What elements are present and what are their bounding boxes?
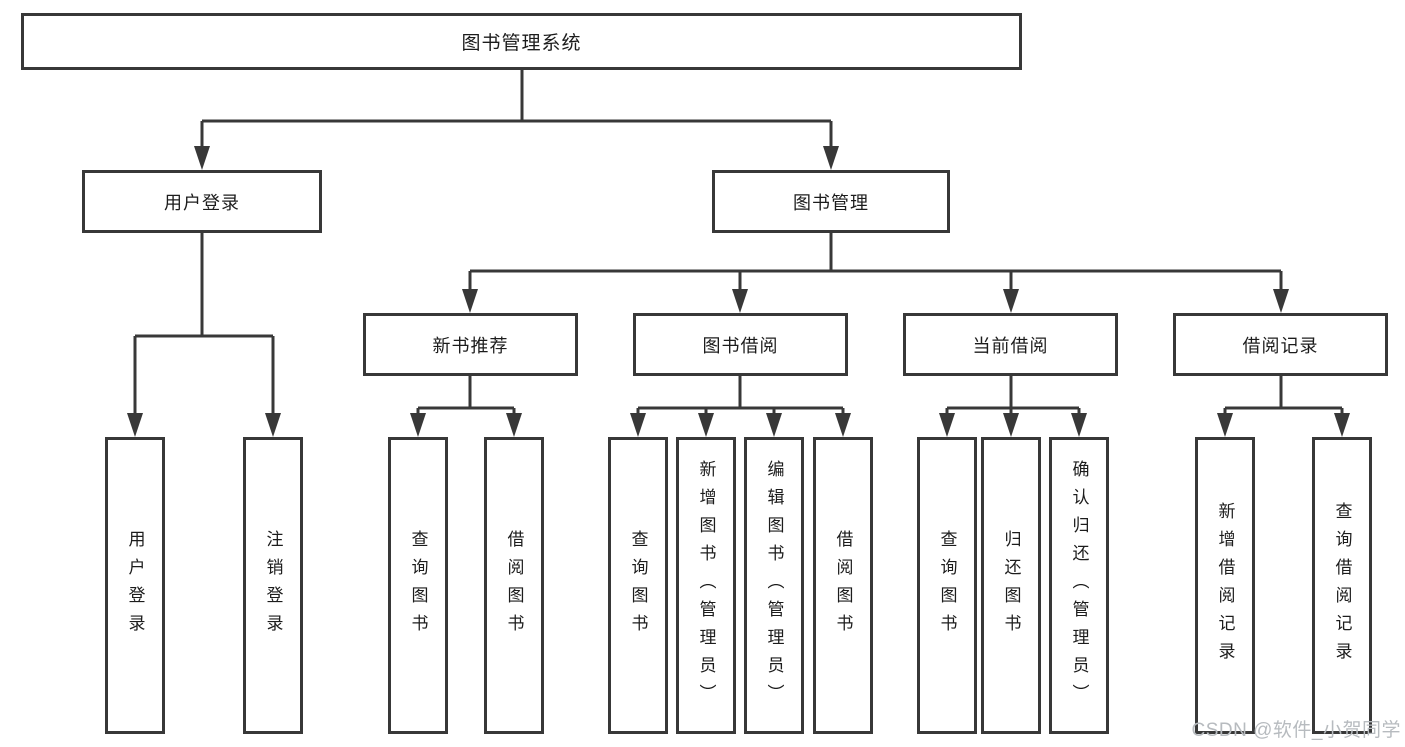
node-borrowing-records: 借阅记录 bbox=[1173, 313, 1388, 376]
node-label: 查询借阅记录 bbox=[1332, 501, 1352, 670]
node-user-login: 用户登录 bbox=[82, 170, 322, 233]
leaf-bb-add-books-admin: 新增图书（管理员） bbox=[676, 437, 736, 734]
node-label: 注销登录 bbox=[263, 529, 283, 642]
leaf-bb-query-books: 查询图书 bbox=[608, 437, 668, 734]
node-label: 新增借阅记录 bbox=[1215, 501, 1235, 670]
node-label: 图书借阅 bbox=[702, 335, 779, 356]
node-label: 图书管理系统 bbox=[461, 33, 582, 54]
node-label: 图书管理 bbox=[793, 192, 869, 213]
node-label: 确认归还（管理员） bbox=[1069, 459, 1089, 712]
node-label: 用户登录 bbox=[125, 529, 145, 642]
node-label: 当前借阅 bbox=[972, 335, 1049, 356]
leaf-nb-borrow-books: 借阅图书 bbox=[484, 437, 544, 734]
node-label: 查询图书 bbox=[408, 529, 428, 642]
node-library-management-system: 图书管理系统 bbox=[21, 13, 1022, 70]
leaf-bb-borrow-books: 借阅图书 bbox=[813, 437, 873, 734]
node-book-management: 图书管理 bbox=[712, 170, 950, 233]
node-label: 借阅图书 bbox=[833, 529, 853, 642]
node-current-borrowing: 当前借阅 bbox=[903, 313, 1118, 376]
node-label: 借阅记录 bbox=[1242, 335, 1319, 356]
node-label: 新书推荐 bbox=[432, 335, 509, 356]
leaf-user-login: 用户登录 bbox=[105, 437, 165, 734]
leaf-bb-edit-books-admin: 编辑图书（管理员） bbox=[744, 437, 804, 734]
leaf-br-query-record: 查询借阅记录 bbox=[1312, 437, 1372, 734]
leaf-cb-return-books: 归还图书 bbox=[981, 437, 1041, 734]
leaf-cb-query-books: 查询图书 bbox=[917, 437, 977, 734]
leaf-cb-confirm-return-admin: 确认归还（管理员） bbox=[1049, 437, 1109, 734]
node-new-book-recommendation: 新书推荐 bbox=[363, 313, 578, 376]
node-label: 借阅图书 bbox=[504, 529, 524, 642]
node-label: 编辑图书（管理员） bbox=[764, 459, 784, 712]
node-label: 查询图书 bbox=[628, 529, 648, 642]
leaf-nb-query-books: 查询图书 bbox=[388, 437, 448, 734]
leaf-logout: 注销登录 bbox=[243, 437, 303, 734]
node-label: 新增图书（管理员） bbox=[696, 459, 716, 712]
watermark: CSDN @软件_小贺同学 bbox=[1191, 720, 1401, 741]
node-label: 归还图书 bbox=[1001, 529, 1021, 642]
leaf-br-add-record: 新增借阅记录 bbox=[1195, 437, 1255, 734]
node-label: 用户登录 bbox=[164, 192, 240, 213]
node-label: 查询图书 bbox=[937, 529, 957, 642]
node-book-borrowing: 图书借阅 bbox=[633, 313, 848, 376]
